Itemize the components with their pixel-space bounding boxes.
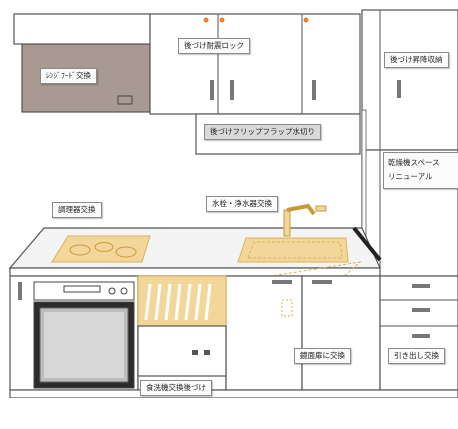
dishwasher [137,275,227,377]
tall-cabinet [361,9,458,277]
label-drawer-replacement: 引き出し交換 [388,348,445,364]
baseboard [9,389,458,399]
wall-cabinets [149,13,361,115]
drawer-stack [379,275,458,391]
label-cooktop-replacement: 調理器交換 [52,202,102,218]
label-faucet-replacement: 水栓・浄水器交換 [206,196,278,212]
lock-indicator-icon [303,17,309,23]
lock-indicator-icon [219,17,225,23]
label-dryer-space: 乾燥機スペース リニューアル [383,152,458,189]
label-flip-flap-drainer: 後づけフリップフラップ水切り [204,124,321,140]
label-retrofit-lock: 後づけ耐震ロック [178,38,250,54]
cooktop [51,235,151,263]
label-dryer-space-line2: リニューアル [388,172,433,182]
lock-indicator-icon [203,17,209,23]
label-basin-door-replacement: 鏡面扉に交換 [294,348,351,364]
counter-edge [352,226,382,262]
label-retrofit-lift-storage: 後づけ昇降収納 [384,52,449,68]
label-dryer-space-line1: 乾燥機スペース [388,158,440,167]
faucet-icon [283,203,327,237]
label-range-hood: ﾚﾝｼﾞﾌｰﾄﾞ交換 [40,68,97,84]
label-dishwasher-retrofit: 食洗機交換後づけ [140,380,212,396]
range-hood [13,13,151,113]
